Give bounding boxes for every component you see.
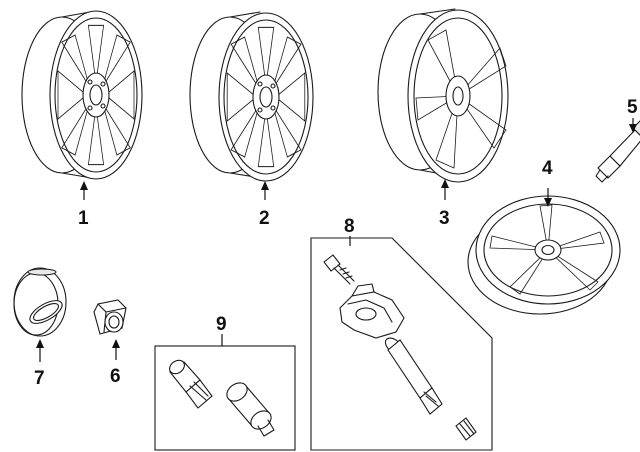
valve-stem-5 [595, 120, 640, 183]
tpms-valve-cap [455, 417, 477, 441]
callout-4: 4 [542, 158, 553, 179]
wheel-3 [377, 8, 509, 183]
lock-kit-box-9 [154, 345, 296, 451]
callout-8: 8 [344, 216, 355, 237]
callout-3: 3 [439, 208, 450, 229]
callout-2: 2 [259, 208, 270, 229]
callout-1: 1 [78, 208, 89, 229]
callout-7: 7 [34, 368, 45, 389]
callout-6: 6 [110, 366, 121, 387]
tpms-valve-stem [384, 337, 443, 415]
lug-nut-6 [93, 299, 127, 335]
callout-5: 5 [627, 97, 638, 118]
wheel-4-spare [467, 195, 621, 315]
wheel-1 [21, 10, 143, 180]
leaders [36, 118, 637, 362]
lock-nut-key [169, 359, 213, 409]
wheel-2 [189, 11, 314, 182]
lock-nut [226, 382, 275, 437]
callout-9: 9 [216, 314, 227, 335]
center-cap-7 [13, 267, 67, 337]
tpms-screw [323, 254, 355, 285]
tpms-kit-box-8 [310, 237, 493, 451]
tpms-sensor [339, 283, 405, 339]
